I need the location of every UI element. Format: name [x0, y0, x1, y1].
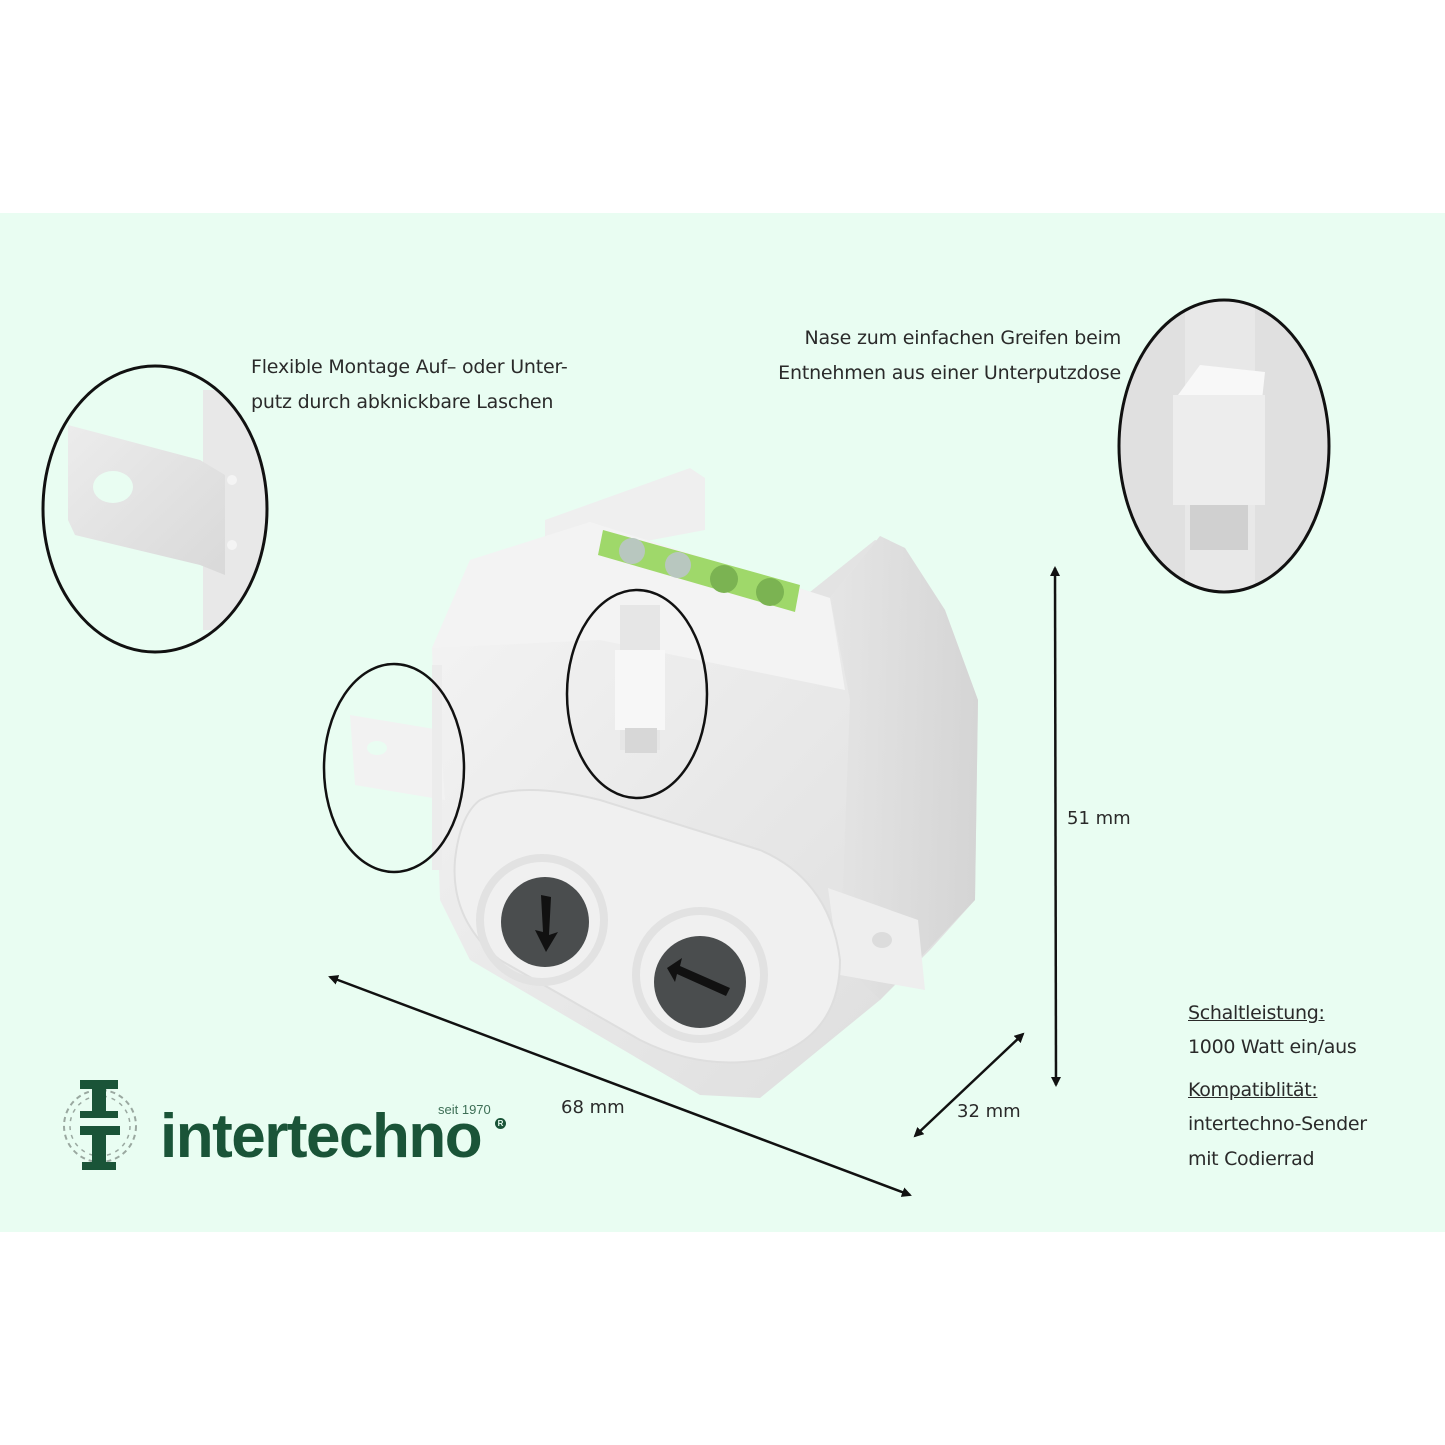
terminal-block [598, 530, 800, 612]
callout-grip-line-1: Nase zum einfachen Greifen beim [804, 327, 1121, 349]
dimension-height-label: 51 mm [1067, 808, 1131, 829]
dimension-arrow-width [328, 975, 912, 1197]
switching-capacity-heading: Schaltleistung: [1188, 1002, 1325, 1024]
code-dial-1 [501, 877, 589, 967]
inset-mounting-tab [41, 364, 269, 654]
logo-wordmark: intertechno [160, 1102, 483, 1171]
dimension-depth-label: 32 mm [957, 1101, 1021, 1122]
registered-mark: R [495, 1118, 506, 1129]
callout-text-grip: Nase zum einfachen Greifen beim Entnehme… [760, 321, 1121, 391]
inset-grip-nub [1117, 298, 1331, 594]
callout-ellipse-grip-nub [565, 588, 709, 800]
callout-mounting-line-1: Flexible Montage Auf– oder Unter- [251, 356, 568, 378]
callout-text-mounting: Flexible Montage Auf– oder Unter- putz d… [251, 350, 568, 420]
dimension-arrow-depth [913, 1032, 1025, 1138]
callout-grip-line-2: Entnehmen aus einer Unterputzdose [778, 362, 1121, 384]
dimension-arrow-height [1050, 566, 1061, 1087]
callout-mounting-line-2: putz durch abknickbare Laschen [251, 391, 554, 413]
left-mounting-tab [350, 665, 445, 870]
logo-since-year: seit 1970 [438, 1102, 491, 1117]
right-mounting-tab [828, 888, 925, 990]
specifications: Schaltleistung: 1000 Watt ein/aus Kompat… [1188, 996, 1367, 1177]
dimension-width-label: 68 mm [561, 1097, 625, 1118]
switching-capacity-value: 1000 Watt ein/aus [1188, 1036, 1357, 1058]
code-dial-2 [654, 936, 746, 1028]
intertechno-logo: intertechno seit 1970 R [58, 1078, 518, 1178]
compatibility-value-line-1: intertechno-Sender [1188, 1113, 1367, 1135]
callout-ellipse-left-tab [322, 662, 466, 874]
grip-nub [615, 605, 665, 753]
compatibility-heading: Kompatiblität: [1188, 1079, 1318, 1101]
gear-it-logo-icon [63, 1080, 137, 1170]
compatibility-value-line-2: mit Codierrad [1188, 1148, 1315, 1170]
